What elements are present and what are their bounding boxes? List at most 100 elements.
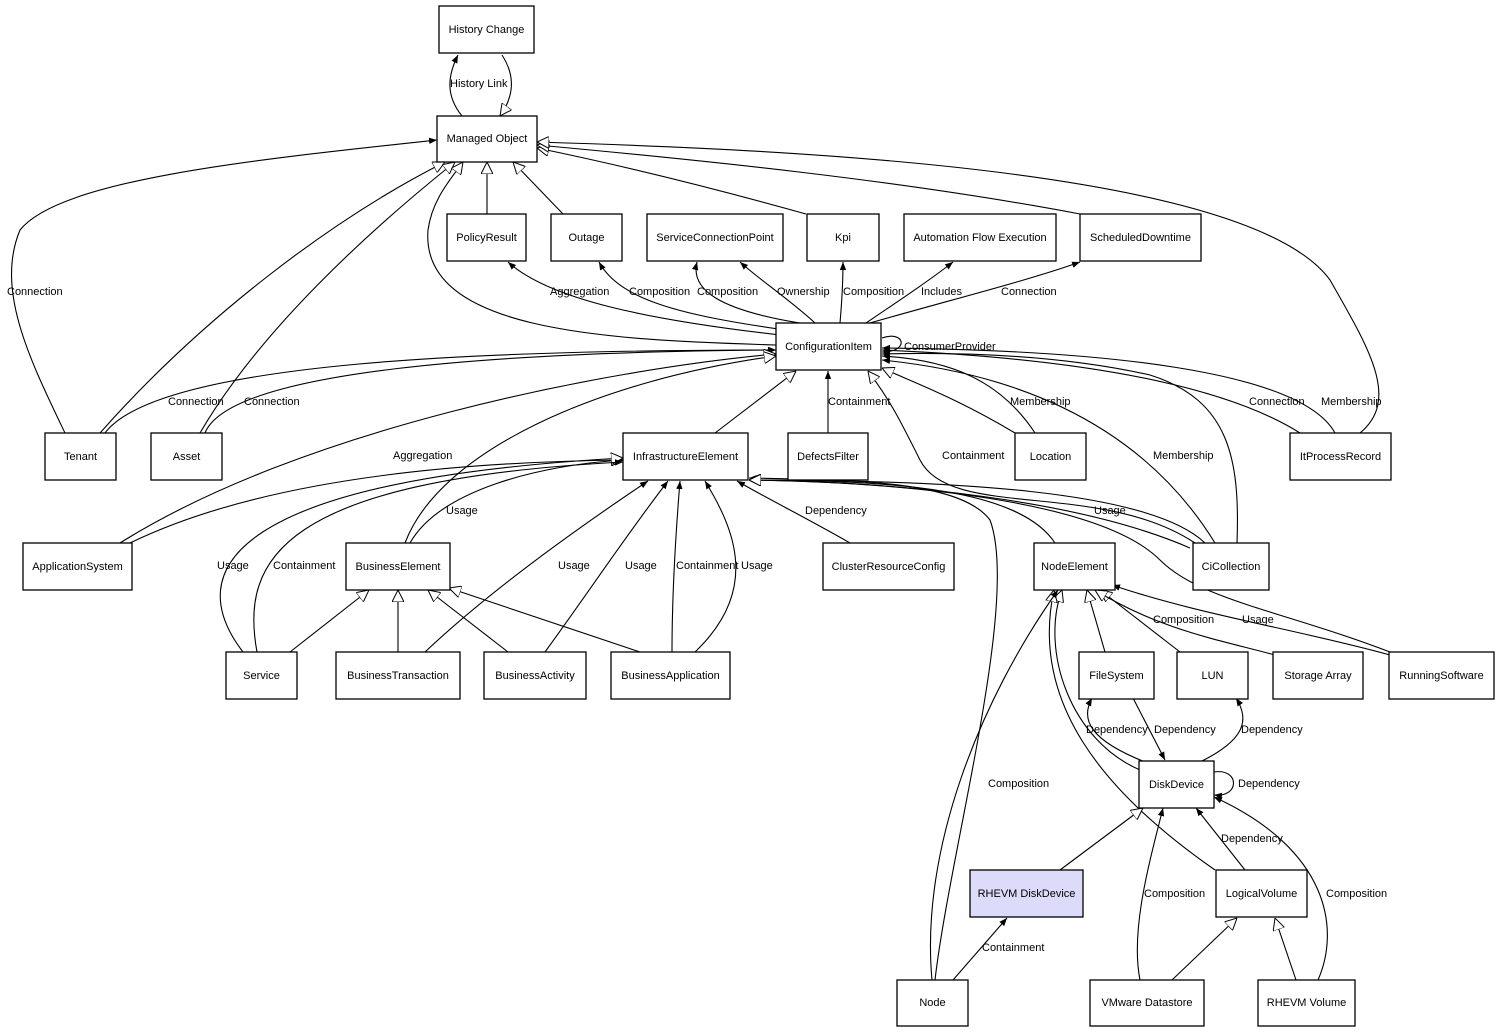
edge-ci-scp-ownership: [739, 261, 816, 324]
edge-history-return: [500, 54, 513, 116]
edge-label: Ownership: [777, 286, 830, 298]
node-service-connection-point[interactable]: ServiceConnectionPoint: [646, 213, 784, 262]
edge-label: Connection: [1249, 396, 1305, 408]
node-label: Location: [1030, 451, 1072, 463]
node-rhevm-disk-device[interactable]: RHEVM DiskDevice: [969, 869, 1084, 918]
node-managed-object[interactable]: Managed Object: [436, 115, 538, 163]
edge-label: Membership: [1010, 396, 1071, 408]
node-label: ScheduledDowntime: [1090, 232, 1191, 244]
edge-label: Usage: [217, 560, 249, 572]
node-storage-array[interactable]: Storage Array: [1272, 651, 1364, 700]
node-it-process-record[interactable]: ItProcessRecord: [1289, 432, 1392, 481]
node-business-activity[interactable]: BusinessActivity: [483, 651, 587, 700]
edge-appsys-ie: [129, 460, 623, 544]
edge-service-ie-containment: [253, 459, 624, 653]
edge-outage-managedobject: [513, 162, 564, 215]
edge-label: Containment: [273, 560, 335, 572]
edge-label: Containment: [942, 450, 1004, 462]
node-cluster-resource-config[interactable]: ClusterResourceConfig: [822, 542, 955, 591]
node-label: FileSystem: [1089, 670, 1143, 682]
node-label: Managed Object: [447, 133, 528, 145]
node-node-element[interactable]: NodeElement: [1033, 542, 1116, 591]
edge-label: Containment: [676, 560, 738, 572]
edge-lv-disk: [1195, 807, 1246, 871]
edge-tenant-ci: [104, 346, 777, 434]
edge-label: Composition: [1326, 888, 1387, 900]
node-automation-flow-execution[interactable]: Automation Flow Execution: [903, 213, 1057, 262]
node-label: Storage Array: [1284, 670, 1352, 682]
node-label: LUN: [1201, 670, 1223, 682]
edge-label: Dependency: [1086, 724, 1148, 736]
node-location[interactable]: Location: [1014, 432, 1087, 481]
edge-ci-policyresult: [507, 261, 781, 336]
edge-ci-managedobject: [427, 162, 777, 346]
edge-ci-outage: [598, 261, 786, 331]
node-configuration-item[interactable]: ConfigurationItem: [775, 322, 882, 371]
node-scheduled-downtime[interactable]: ScheduledDowntime: [1079, 213, 1202, 262]
node-infrastructure-element[interactable]: InfrastructureElement: [622, 432, 749, 481]
node-label: Outage: [568, 232, 604, 244]
node-label: RHEVM Volume: [1267, 997, 1346, 1009]
node-vmware-datastore[interactable]: VMware Datastore: [1089, 979, 1205, 1027]
edge-service-be: [289, 590, 369, 653]
edge-be-ie-usage: [409, 457, 624, 544]
node-node[interactable]: Node: [896, 979, 969, 1027]
edge-service-ie-usage: [219, 458, 623, 653]
edge-itprocess-managedobject: [537, 142, 1380, 434]
node-lun[interactable]: LUN: [1176, 651, 1249, 700]
node-label: BusinessApplication: [621, 670, 719, 682]
node-label: Automation Flow Execution: [913, 232, 1046, 244]
node-label: BusinessActivity: [495, 670, 575, 682]
node-label: Asset: [173, 451, 201, 463]
node-application-system[interactable]: ApplicationSystem: [22, 542, 133, 591]
edge-vmware-lv: [1171, 918, 1237, 981]
node-label: LogicalVolume: [1226, 888, 1298, 900]
node-business-element[interactable]: BusinessElement: [345, 542, 451, 591]
node-history-change[interactable]: History Change: [438, 5, 535, 54]
node-kpi[interactable]: Kpi: [806, 213, 880, 262]
edge-fs-disk: [1132, 697, 1166, 761]
edge-label: Containment: [982, 942, 1044, 954]
edge-label: History Link: [450, 78, 508, 90]
node-label: PolicyResult: [456, 232, 517, 244]
node-outage[interactable]: Outage: [550, 213, 623, 262]
edge-ci-automation: [865, 261, 954, 324]
node-label: NodeElement: [1041, 561, 1108, 573]
edge-fs-ne: [1087, 590, 1106, 653]
node-logical-volume[interactable]: LogicalVolume: [1215, 869, 1308, 918]
node-asset[interactable]: Asset: [150, 432, 223, 481]
edge-label: Composition: [1153, 614, 1214, 626]
node-policy-result[interactable]: PolicyResult: [446, 213, 527, 262]
edge-label: Membership: [1153, 450, 1214, 462]
edge-running-ne: [1111, 584, 1391, 656]
edge-label: Usage: [1094, 505, 1126, 517]
node-running-software[interactable]: RunningSoftware: [1388, 651, 1495, 700]
edge-itprocess-ci: [881, 347, 1301, 434]
node-tenant[interactable]: Tenant: [44, 432, 117, 481]
edge-running-ie: [749, 480, 1391, 653]
node-business-application[interactable]: BusinessApplication: [610, 651, 731, 700]
node-file-system[interactable]: FileSystem: [1078, 651, 1155, 700]
node-label: RHEVM DiskDevice: [978, 888, 1076, 900]
edge-ci-downtime: [869, 261, 1081, 324]
edge-label: Usage: [1242, 614, 1274, 626]
edge-ba-be: [428, 590, 509, 653]
edge-label: Dependency: [1154, 724, 1216, 736]
node-defects-filter[interactable]: DefectsFilter: [787, 432, 869, 481]
node-business-transaction[interactable]: BusinessTransaction: [335, 651, 461, 700]
edge-lv-ne: [1049, 590, 1216, 871]
node-label: ItProcessRecord: [1300, 451, 1381, 463]
edge-disk-fs: [1085, 697, 1146, 763]
node-label: InfrastructureElement: [633, 451, 738, 463]
edge-storage-ne: [1095, 590, 1276, 656]
edge-label: Connection: [1001, 286, 1057, 298]
edge-rhevmvol-lv: [1275, 918, 1297, 981]
edge-asset-ci: [204, 346, 777, 434]
node-ci-collection[interactable]: CiCollection: [1192, 542, 1270, 591]
edge-vmware-disk: [1136, 807, 1165, 981]
node-service[interactable]: Service: [225, 651, 298, 700]
node-rhevm-volume[interactable]: RHEVM Volume: [1257, 979, 1356, 1027]
node-label: VMware Datastore: [1101, 997, 1192, 1009]
node-disk-device[interactable]: DiskDevice: [1138, 760, 1215, 809]
